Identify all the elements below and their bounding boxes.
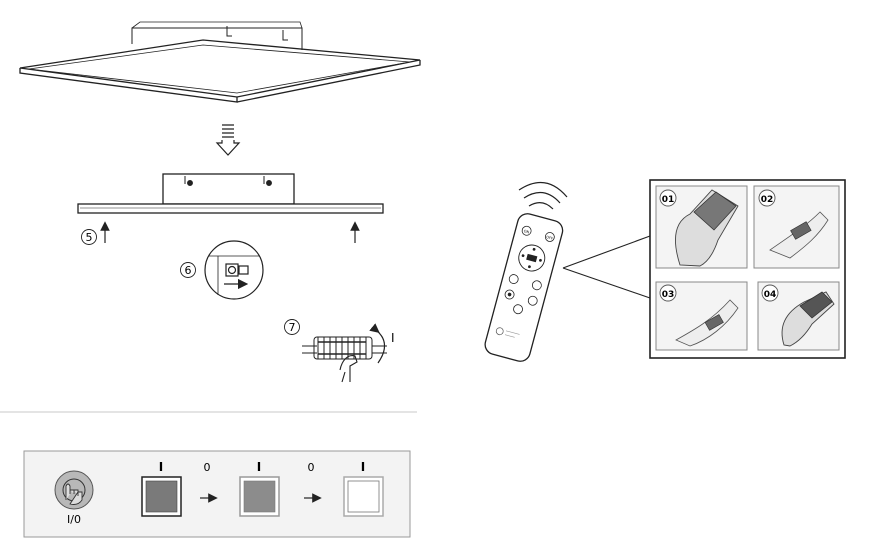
remote-off-button [544,232,555,242]
remote-button [527,295,538,306]
remote-control: ON OFF [484,213,564,362]
callout-pointer [562,235,651,299]
switch-label: I/0 [67,513,81,526]
wireless-signal-icon [518,181,568,210]
battery-instructions: 01 02 03 04 [649,179,846,359]
panel-side-view [77,173,384,214]
terminal-block-detail [302,323,387,383]
state-1-label: I [159,460,163,474]
svg-text:7: 7 [289,321,296,334]
battery-step-3: 03 [655,281,748,351]
remote-logo-icon [495,327,504,336]
step-5: 5 [81,229,97,245]
battery-step-4: 04 [757,281,840,351]
svg-text:5: 5 [86,231,93,244]
step-6: 6 [180,262,196,278]
remote-timer-button [513,304,523,315]
svg-text:6: 6 [185,264,192,277]
svg-text:ON: ON [523,229,530,234]
up-arrow-icon [100,221,360,243]
battery-step-1: 01 [655,185,748,269]
state-5-label: I [361,460,365,474]
ceiling-panel-perspective [19,21,421,103]
remote-button [531,280,542,291]
svg-text:01: 01 [662,195,675,205]
touch-switch-icon [54,470,94,510]
remote-center-button [526,253,538,263]
remote-button [508,274,519,284]
switch-on-mark: I [391,331,395,345]
state-4-label: 0 [308,461,315,474]
svg-text:03: 03 [662,290,675,300]
state-2-label: 0 [204,461,211,474]
svg-text:04: 04 [764,290,777,300]
down-arrow-icon [215,124,241,156]
step-7: 7 [284,319,300,335]
state-3-label: I [257,460,261,474]
svg-text:02: 02 [761,195,774,205]
svg-text:OFF: OFF [546,235,554,241]
connector-detail [204,240,264,300]
battery-step-2: 02 [753,185,840,269]
remote-on-button [521,225,532,236]
switch-sequence-panel: I/0 I 0 I 0 I [23,450,411,538]
